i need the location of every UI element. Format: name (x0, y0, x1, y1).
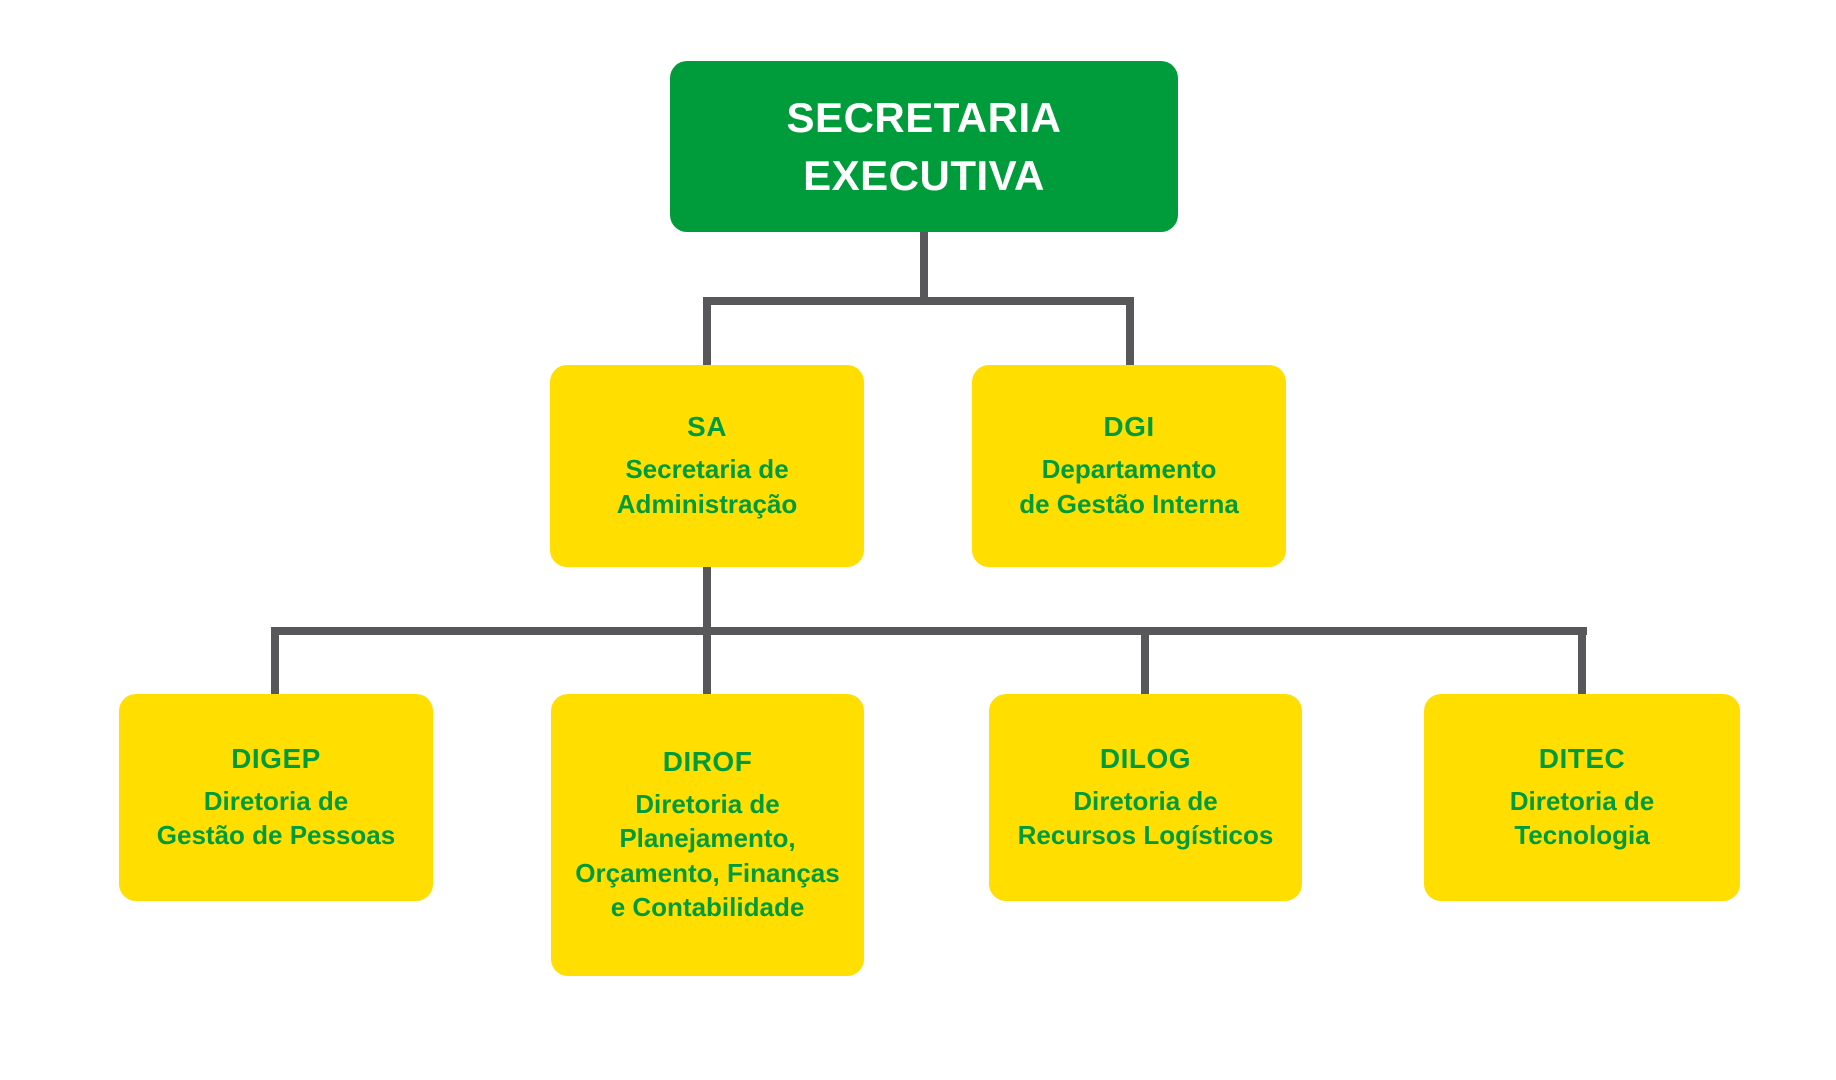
connector-dilog-drop (1141, 627, 1149, 696)
org-node-sa-name: Secretaria de Administração (616, 454, 798, 519)
org-node-dilog-acronym: DILOG (1099, 742, 1192, 774)
org-node-dilog-name: Diretoria de Recursos Logísticos (1017, 785, 1274, 850)
connector-ditec-drop (1578, 627, 1586, 696)
connector-dgi-drop (1126, 297, 1134, 367)
connector-root-drop (920, 232, 928, 302)
org-node-digep-acronym: DIGEP (231, 742, 321, 774)
org-node-ditec: DITEC Diretoria de Tecnologia (1424, 694, 1740, 901)
org-node-dilog: DILOG Diretoria de Recursos Logísticos (989, 694, 1302, 901)
org-node-digep-name: Diretoria de Gestão de Pessoas (156, 785, 396, 850)
org-node-secretaria-executiva-label: SECRETARIA EXECUTIVA (786, 93, 1062, 199)
org-node-ditec-acronym: DITEC (1538, 742, 1626, 774)
org-node-sa: SA Secretaria de Administração (550, 365, 864, 567)
connector-level2-bar (703, 297, 1134, 305)
connector-sa-drop (703, 297, 711, 367)
connector-level3-bar (271, 627, 1587, 635)
org-node-digep: DIGEP Diretoria de Gestão de Pessoas (119, 694, 433, 901)
org-node-secretaria-executiva: SECRETARIA EXECUTIVA (670, 61, 1178, 232)
org-node-ditec-name: Diretoria de Tecnologia (1509, 785, 1655, 850)
connector-digep-drop (271, 627, 279, 696)
org-node-dgi-acronym: DGI (1103, 411, 1155, 443)
org-node-dgi: DGI Departamento de Gestão Interna (972, 365, 1286, 567)
org-node-dirof: DIROF Diretoria de Planejamento, Orçamen… (551, 694, 864, 976)
org-node-dirof-acronym: DIROF (662, 745, 753, 777)
org-node-sa-acronym: SA (687, 411, 727, 443)
org-node-dirof-name: Diretoria de Planejamento, Orçamento, Fi… (575, 788, 840, 922)
org-node-dgi-name: Departamento de Gestão Interna (1019, 454, 1239, 519)
